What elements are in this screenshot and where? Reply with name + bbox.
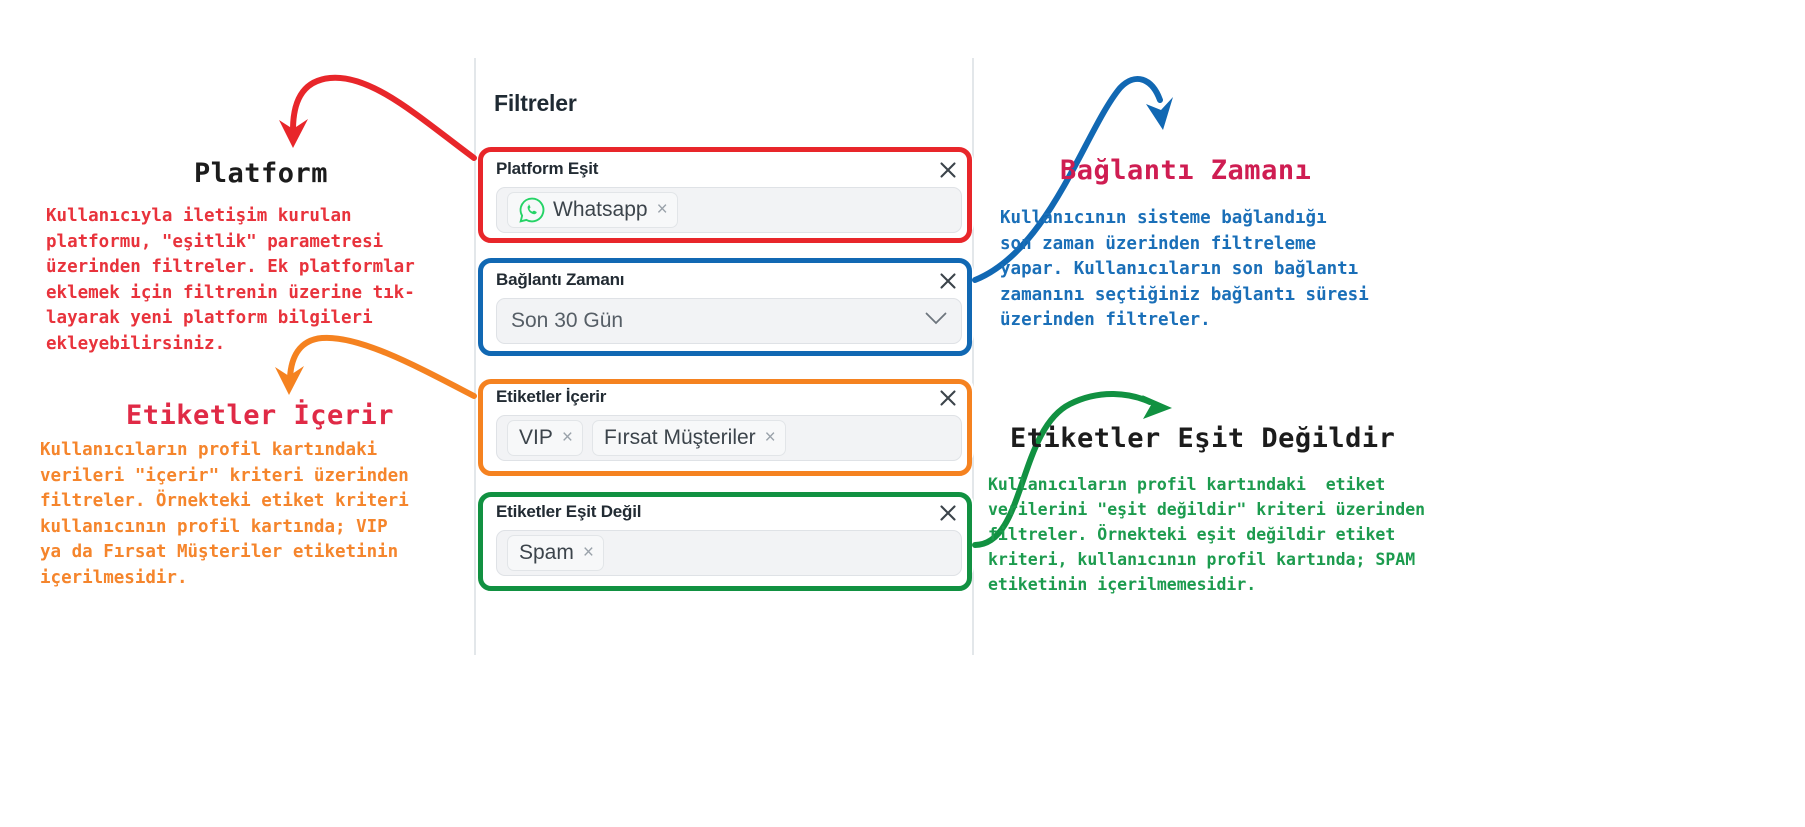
chip-whatsapp[interactable]: Whatsapp × bbox=[507, 192, 678, 228]
filter-card-etiketler-esit-degil[interactable]: Etiketler Eşit Değil Spam × bbox=[482, 493, 974, 578]
chip-label: VIP bbox=[519, 426, 553, 449]
chip-remove-icon[interactable]: × bbox=[561, 427, 573, 448]
annotation-title-etiketler-icerir: Etiketler İçerir bbox=[125, 400, 395, 431]
chip-remove-icon[interactable]: × bbox=[656, 199, 668, 220]
chip-spam[interactable]: Spam × bbox=[507, 535, 604, 571]
filter-select-baglanti-zamani[interactable]: Son 30 Gün bbox=[496, 298, 962, 344]
filter-value-etiketler-esit-degil[interactable]: Spam × bbox=[496, 530, 962, 576]
filter-card-platform-esit[interactable]: Platform Eşit Whatsapp × bbox=[482, 150, 974, 235]
filter-label-etiketler-icerir: Etiketler İçerir bbox=[496, 387, 607, 406]
annotation-etiketler-icerir: Etiketler İçerir Kullanıcıların profil k… bbox=[40, 400, 480, 591]
close-icon[interactable] bbox=[938, 160, 958, 180]
whatsapp-icon bbox=[519, 197, 545, 223]
chip-label: Fırsat Müşteriler bbox=[603, 426, 756, 449]
filter-label-etiketler-esit-degil: Etiketler Eşit Değil bbox=[496, 502, 642, 521]
chip-firsat-musteriler[interactable]: Fırsat Müşteriler × bbox=[591, 420, 786, 456]
filter-card-baglanti-zamani[interactable]: Bağlantı Zamanı Son 30 Gün bbox=[482, 261, 974, 346]
annotation-body-etiketler-esit-degildir: Kullanıcıların profil kartındaki etiket … bbox=[988, 475, 1426, 594]
chip-label: Whatsapp bbox=[553, 198, 648, 221]
annotation-body-etiketler-icerir: Kullanıcıların profil kartındaki veriler… bbox=[40, 440, 409, 588]
filter-value-etiketler-icerir[interactable]: VIP × Fırsat Müşteriler × bbox=[496, 415, 962, 461]
chevron-down-icon[interactable] bbox=[925, 312, 947, 330]
annotation-platform: Platform Kullanıcıyla iletişim kurulan p… bbox=[46, 158, 476, 357]
close-icon[interactable] bbox=[938, 271, 958, 291]
annotation-title-platform: Platform bbox=[193, 158, 329, 189]
filter-value-platform-esit[interactable]: Whatsapp × bbox=[496, 187, 962, 233]
chip-remove-icon[interactable]: × bbox=[582, 542, 594, 563]
close-icon[interactable] bbox=[938, 503, 958, 523]
annotation-baglanti-zamani: Bağlantı Zamanı Kullanıcının sisteme bağ… bbox=[1000, 155, 1470, 334]
filter-label-platform-esit: Platform Eşit bbox=[496, 159, 599, 178]
close-icon[interactable] bbox=[938, 388, 958, 408]
filters-panel: Filtreler Platform Eşit bbox=[474, 58, 974, 655]
annotation-body-baglanti-zamani: Kullanıcının sisteme bağlandığı son zama… bbox=[1000, 208, 1369, 330]
chip-remove-icon[interactable]: × bbox=[764, 427, 776, 448]
annotation-title-baglanti-zamani: Bağlantı Zamanı bbox=[1060, 155, 1312, 186]
filter-label-baglanti-zamani: Bağlantı Zamanı bbox=[496, 270, 625, 289]
chip-vip[interactable]: VIP × bbox=[507, 420, 583, 456]
annotation-title-etiketler-esit-degildir: Etiketler Eşit Değildir bbox=[1010, 423, 1396, 454]
filter-card-etiketler-icerir[interactable]: Etiketler İçerir VIP × Fırsat Müşteriler… bbox=[482, 378, 974, 463]
chip-label: Spam bbox=[519, 541, 574, 564]
annotation-etiketler-esit-degildir: Etiketler Eşit Değildir Kullanıcıların p… bbox=[988, 423, 1548, 597]
arrow-platform bbox=[279, 74, 477, 161]
page-title: Filtreler bbox=[494, 90, 577, 116]
select-value: Son 30 Gün bbox=[511, 309, 624, 332]
annotation-body-platform: Kullanıcıyla iletişim kurulan platformu,… bbox=[46, 206, 415, 354]
